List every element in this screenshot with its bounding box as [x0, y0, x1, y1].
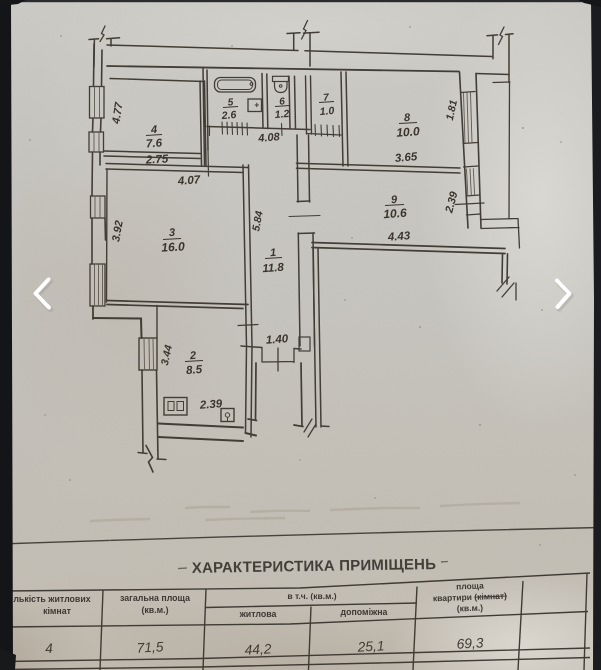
- svg-text:7.6: 7.6: [146, 137, 163, 150]
- svg-text:69,3: 69,3: [456, 635, 484, 651]
- svg-text:5.84: 5.84: [250, 210, 265, 232]
- svg-text:1.81: 1.81: [444, 99, 460, 122]
- svg-text:2.6: 2.6: [220, 109, 237, 122]
- svg-text:4.08: 4.08: [257, 131, 281, 145]
- svg-text:11.8: 11.8: [262, 262, 285, 276]
- svg-text:в т.ч. (кв.м.): в т.ч. (кв.м.): [287, 591, 336, 601]
- svg-text:8.5: 8.5: [186, 364, 204, 377]
- svg-text:загальна площа: загальна площа: [120, 593, 190, 603]
- svg-text:3.65: 3.65: [394, 151, 418, 165]
- svg-text:ХАРАКТЕРИСТИКА ПРИМІЩЕНЬ: ХАРАКТЕРИСТИКА ПРИМІЩЕНЬ: [192, 556, 437, 577]
- svg-text:10.6: 10.6: [383, 206, 408, 222]
- svg-text:лькість житлових: лькість житлових: [13, 594, 90, 604]
- svg-text:(кв.м.): (кв.м.): [141, 605, 168, 615]
- svg-text:4.07: 4.07: [176, 174, 201, 188]
- svg-text:1.2: 1.2: [274, 108, 290, 121]
- svg-text:16.0: 16.0: [161, 239, 185, 254]
- svg-text:3.92: 3.92: [110, 220, 126, 243]
- svg-text:4.43: 4.43: [386, 230, 411, 244]
- svg-text:1: 1: [270, 247, 277, 259]
- svg-text:6: 6: [279, 96, 286, 107]
- svg-text:44,2: 44,2: [244, 641, 272, 657]
- svg-text:2.39: 2.39: [198, 398, 223, 412]
- svg-text:2: 2: [189, 350, 197, 363]
- svg-text:9: 9: [391, 194, 399, 206]
- svg-text:71,5: 71,5: [136, 639, 164, 655]
- svg-text:1.40: 1.40: [265, 333, 289, 347]
- svg-text:допоміжна: допоміжна: [341, 607, 388, 617]
- svg-text:10.0: 10.0: [396, 124, 421, 140]
- svg-text:житлова: житлова: [239, 609, 277, 619]
- svg-text:кімнат: кімнат: [43, 606, 72, 616]
- svg-text:5: 5: [227, 97, 234, 108]
- svg-text:1.0: 1.0: [319, 105, 335, 118]
- svg-text:25,1: 25,1: [356, 638, 385, 654]
- svg-text:2.39: 2.39: [443, 190, 461, 216]
- svg-text:(кв.м.): (кв.м.): [457, 603, 484, 614]
- svg-text:4: 4: [45, 641, 54, 656]
- svg-text:3: 3: [169, 227, 176, 239]
- svg-text:4.77: 4.77: [110, 101, 125, 126]
- svg-text:3.44: 3.44: [159, 344, 175, 367]
- svg-text:4: 4: [150, 124, 158, 136]
- svg-text:8: 8: [404, 112, 412, 124]
- svg-text:квартири (кімнат): квартири (кімнат): [433, 591, 507, 604]
- svg-text:7: 7: [323, 92, 330, 103]
- svg-text:площа: площа: [456, 581, 484, 592]
- svg-text:2.75: 2.75: [145, 153, 170, 166]
